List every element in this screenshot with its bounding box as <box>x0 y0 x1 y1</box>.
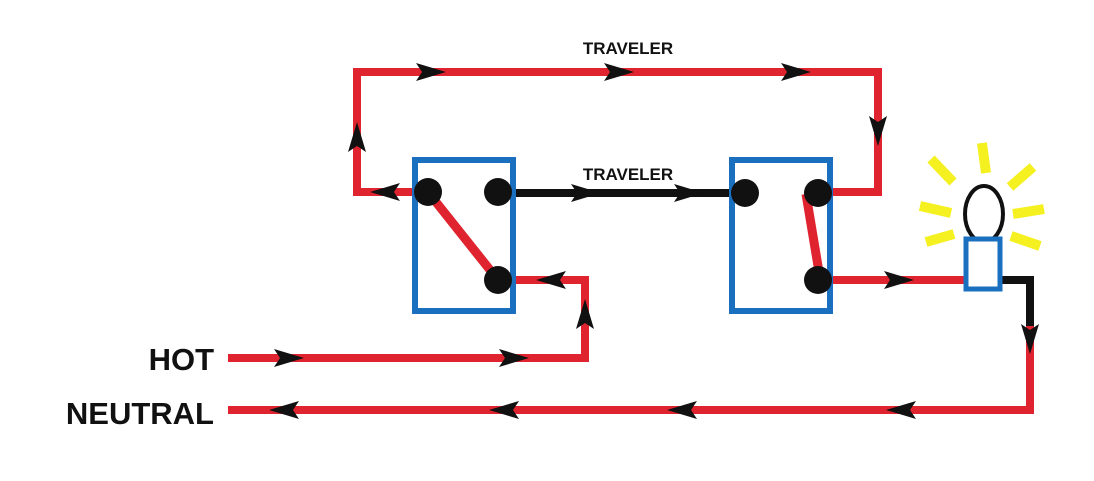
flow-arrow-right <box>274 349 304 367</box>
bulb-base <box>963 236 1003 292</box>
flow-arrow-right <box>416 63 446 81</box>
switch-right-terminal-top-right <box>804 179 832 207</box>
traveler-label-middle: TRAVELER <box>583 165 673 184</box>
switch-right-terminal-common <box>804 266 832 294</box>
flow-arrow-left <box>269 401 299 419</box>
bulb-glow-rays <box>918 142 1045 251</box>
flow-arrow-left <box>886 401 916 419</box>
bulb-glass <box>963 184 1005 244</box>
switch-left-toggle <box>424 189 502 283</box>
switch-right-box <box>729 157 833 314</box>
flow-arrow-left <box>536 271 566 289</box>
flow-arrow-right <box>604 63 634 81</box>
flow-arrow-up <box>576 299 594 329</box>
current-flow-arrows <box>269 63 1039 419</box>
flow-arrow-down <box>869 116 887 146</box>
flow-arrow-down <box>1021 324 1039 354</box>
light-bulb-icon <box>918 142 1045 292</box>
hot-label: HOT <box>149 342 215 377</box>
hot-wire <box>228 276 589 362</box>
switch-right-terminal-top-left <box>731 179 759 207</box>
flow-arrow-right <box>571 184 601 202</box>
switch-left-box <box>412 157 516 314</box>
flow-arrow-left <box>489 401 519 419</box>
flow-arrow-left <box>667 401 697 419</box>
switch-left-terminal-common <box>484 266 512 294</box>
flow-arrow-up <box>348 122 366 152</box>
bulb-return-wire <box>998 276 1034 334</box>
traveler-label-top: TRAVELER <box>583 39 673 58</box>
flow-arrow-right <box>674 184 704 202</box>
neutral-label: NEUTRAL <box>66 396 214 431</box>
switch-right <box>729 157 833 314</box>
neutral-wire <box>228 326 1034 414</box>
switch-right-toggle <box>801 193 825 279</box>
switch-left-terminal-top-left <box>414 178 442 206</box>
flow-arrow-left <box>370 183 400 201</box>
flow-arrow-right <box>781 63 811 81</box>
switch-left <box>412 157 516 314</box>
flow-arrow-right <box>884 271 914 289</box>
flow-arrow-right <box>499 349 529 367</box>
switch-left-terminal-top-right <box>484 178 512 206</box>
